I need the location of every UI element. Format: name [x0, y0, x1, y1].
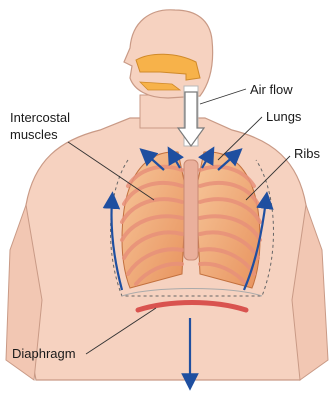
label-air-flow: Air flow: [250, 82, 293, 97]
label-diaphragm: Diaphragm: [12, 346, 76, 361]
label-intercostal: Intercostal: [10, 110, 70, 125]
sternum: [184, 160, 198, 260]
label-muscles: muscles: [10, 127, 58, 142]
label-ribs: Ribs: [294, 146, 321, 161]
label-lungs: Lungs: [266, 109, 302, 124]
